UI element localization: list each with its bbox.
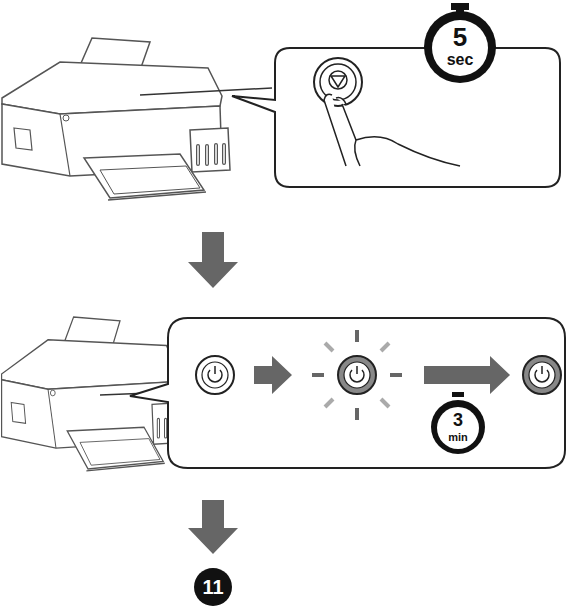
step-number: 11	[202, 577, 223, 597]
timer-value: 3	[453, 411, 463, 429]
timer-unit: min	[448, 432, 468, 443]
timer-value: 5	[453, 24, 467, 50]
timer-unit: sec	[447, 52, 474, 68]
